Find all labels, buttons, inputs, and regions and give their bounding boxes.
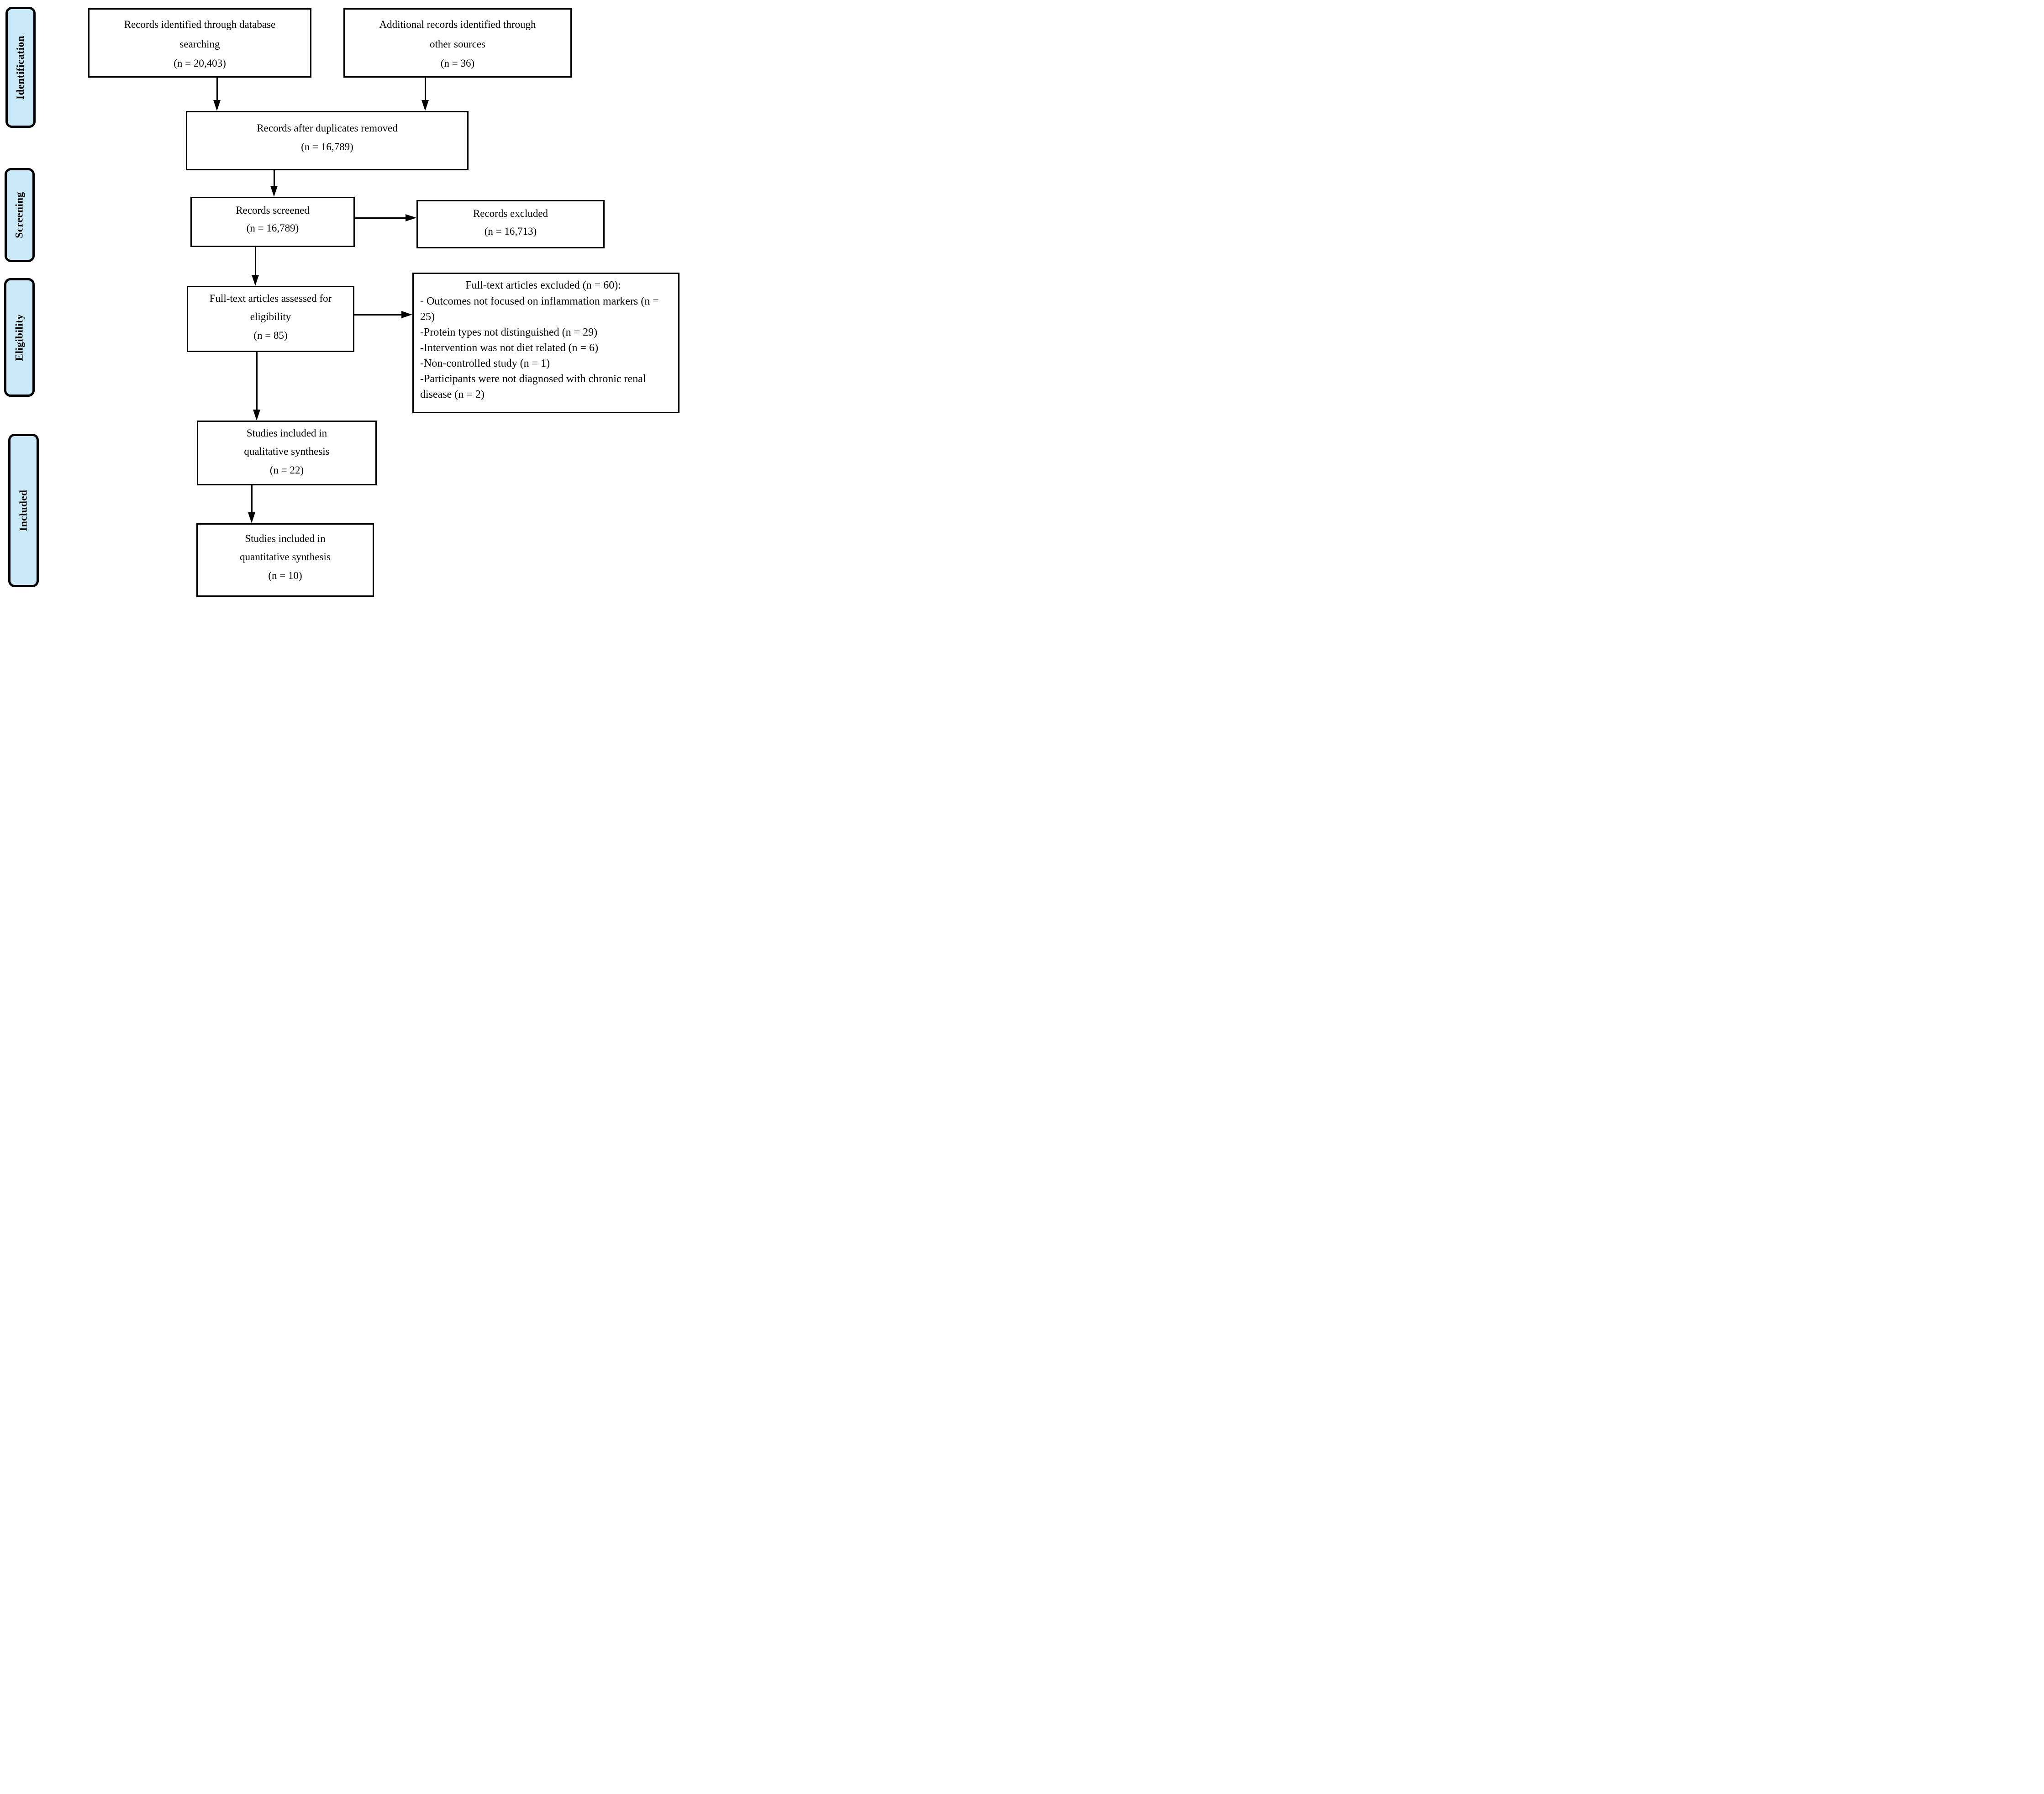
exclusion-reason-protein-types: -Protein types not distinguished (n = 29… [420,326,598,338]
box-duplicates-removed: Records after duplicates removed (n = 16… [186,111,469,170]
box-quantitative-synthesis-text: Studies included in quantitative synthes… [240,533,331,581]
stage-label-eligibility-text: Eligibility [13,314,25,361]
box-records-screened-text: Records screened (n = 16,789) [236,205,310,234]
box-records-screened: Records screened (n = 16,789) [190,197,355,247]
exclusion-reason-participants: -Participants were not diagnosed with ch… [420,373,646,401]
arrow-shaft [256,352,258,410]
arrow-down-icon [252,275,259,286]
box-records-identified: Records identified through database sear… [88,8,311,78]
box-quantitative-synthesis: Studies included in quantitative synthes… [196,523,374,597]
arrow-down-icon [421,100,429,111]
arrow-shaft [216,78,218,100]
arrow-right-icon [406,214,416,221]
arrow-shaft [355,217,406,219]
stage-label-screening-text: Screening [14,192,25,238]
arrow-additional-to-duplicates [421,78,429,111]
arrow-shaft [251,485,253,512]
stage-label-identification: Identification [5,7,36,128]
arrow-shaft [273,170,275,186]
prisma-flow-diagram: Identification Screening Eligibility Inc… [0,0,681,598]
box-fulltext-assessed-text: Full-text articles assessed for eligibil… [209,293,332,341]
arrow-right-icon [401,311,412,318]
box-fulltext-excluded-title: Full-text articles excluded (n = 60): [465,279,621,291]
box-fulltext-excluded: Full-text articles excluded (n = 60): - … [412,273,680,413]
arrow-down-icon [248,512,255,523]
arrow-down-icon [270,186,278,197]
stage-label-included-text: Included [17,489,29,531]
arrow-fulltext-to-qualitative [253,352,260,421]
box-records-identified-text: Records identified through database sear… [124,19,276,69]
box-records-excluded: Records excluded (n = 16,713) [416,200,605,248]
exclusion-reason-outcomes: - Outcomes not focused on inflammation m… [420,295,659,323]
box-duplicates-removed-text: Records after duplicates removed (n = 16… [257,122,398,153]
box-additional-records-text: Additional records identified through ot… [379,19,536,69]
arrow-down-icon [253,410,260,421]
arrow-screened-to-excluded [355,214,416,221]
arrow-shaft [424,78,426,100]
box-qualitative-synthesis: Studies included in qualitative synthesi… [197,421,377,485]
box-fulltext-assessed: Full-text articles assessed for eligibil… [187,286,354,352]
stage-label-eligibility: Eligibility [4,278,35,397]
arrow-screened-to-fulltext [252,247,259,286]
box-records-excluded-text: Records excluded (n = 16,713) [473,208,548,237]
arrow-duplicates-to-screened [270,170,278,197]
box-qualitative-synthesis-text: Studies included in qualitative synthesi… [244,427,330,476]
arrow-fulltext-to-excluded [354,311,412,318]
exclusion-reason-intervention: -Intervention was not diet related (n = … [420,342,599,354]
exclusion-reason-non-controlled: -Non-controlled study (n = 1) [420,358,550,370]
arrow-shaft [254,247,256,275]
arrow-identified-to-duplicates [213,78,221,111]
stage-label-identification-text: Identification [15,35,26,100]
stage-label-screening: Screening [5,168,35,262]
stage-label-included: Included [8,434,39,587]
arrow-qualitative-to-quantitative [248,485,255,523]
arrow-down-icon [213,100,221,111]
box-additional-records: Additional records identified through ot… [343,8,572,78]
arrow-shaft [354,314,401,316]
